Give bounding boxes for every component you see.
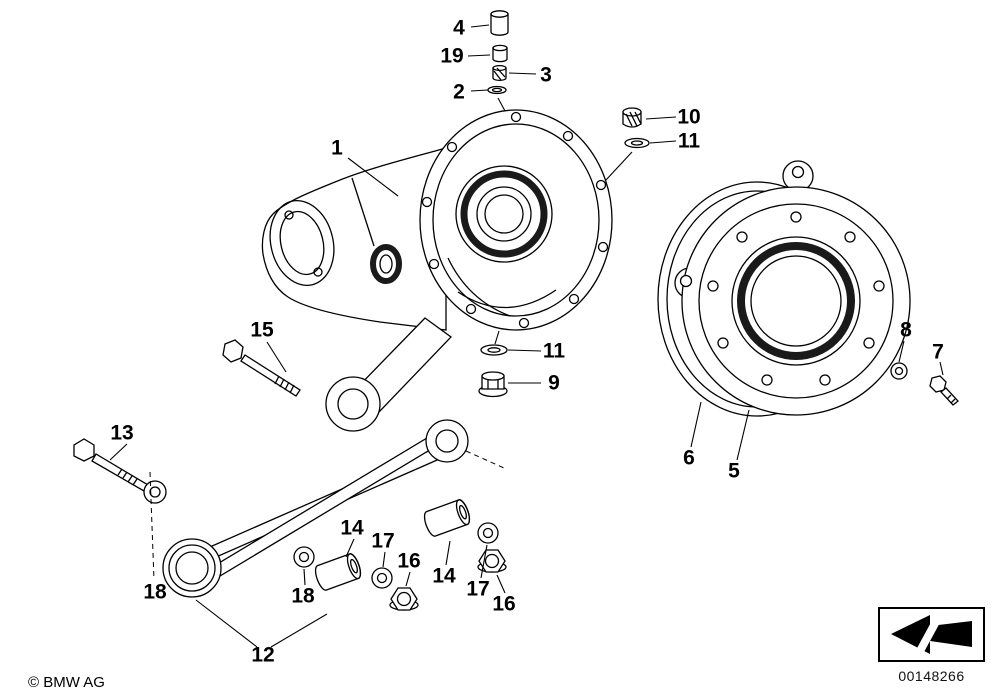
part-18-washer-right-drawing (293, 546, 315, 568)
part-12-torque-arm-drawing (162, 419, 469, 598)
document-number: 00148266 (898, 668, 965, 684)
part-10-plug-drawing (622, 107, 642, 128)
callout-18[interactable]: 18 (291, 584, 315, 608)
callout-5[interactable]: 5 (728, 459, 740, 483)
callout-16[interactable]: 16 (397, 549, 421, 573)
part-1-housing-drawing (261, 109, 613, 432)
part-18-washer-left-drawing (143, 480, 167, 504)
part-4-plug-drawing (490, 10, 509, 36)
leader-lines (109, 24, 944, 648)
callout-8[interactable]: 8 (900, 318, 912, 342)
callout-14[interactable]: 14 (432, 564, 456, 588)
callout-14[interactable]: 14 (340, 516, 364, 540)
callout-6[interactable]: 6 (683, 446, 695, 470)
part-16-nut-left-drawing (389, 587, 419, 611)
callout-4[interactable]: 4 (453, 16, 465, 40)
part-14-bushing-left-drawing (314, 553, 362, 591)
callout-11[interactable]: 11 (542, 339, 566, 363)
part-11-washer-top-drawing (624, 137, 650, 149)
callout-12[interactable]: 12 (251, 643, 275, 667)
callout-11[interactable]: 11 (677, 129, 701, 153)
part-19-bush-drawing (492, 44, 508, 63)
part-7-bolt-drawing (929, 375, 959, 406)
part-17-washer-right-drawing (477, 522, 499, 544)
callout-13[interactable]: 13 (110, 421, 134, 445)
callout-19[interactable]: 19 (440, 44, 464, 68)
callout-17[interactable]: 17 (371, 529, 395, 553)
callout-16[interactable]: 16 (492, 592, 516, 616)
callout-3[interactable]: 3 (540, 63, 552, 87)
callout-15[interactable]: 15 (250, 318, 274, 342)
part-8-washer-drawing (890, 362, 908, 380)
part-9-nut-drawing (478, 371, 508, 398)
part-5-cover-drawing (674, 160, 911, 416)
callout-7[interactable]: 7 (932, 340, 944, 364)
page-direction-arrow-icon (891, 605, 972, 664)
part-14-bushing-right-drawing (423, 499, 471, 537)
callout-18[interactable]: 18 (143, 580, 167, 604)
callout-2[interactable]: 2 (453, 80, 465, 104)
part-15-bolt-drawing (222, 339, 301, 397)
part-17-washer-left-drawing (371, 567, 393, 589)
part-11-washer-mid-drawing (480, 344, 508, 356)
callout-17[interactable]: 17 (466, 577, 490, 601)
callout-9[interactable]: 9 (548, 371, 560, 395)
part-3-plug-drawing (492, 64, 507, 82)
copyright: © BMW AG (28, 674, 105, 691)
callout-10[interactable]: 10 (677, 105, 701, 129)
part-2-seal-ring-drawing (487, 85, 507, 95)
direction-icon-box (878, 605, 985, 664)
part-13-bolt-drawing (73, 438, 149, 492)
callout-1[interactable]: 1 (331, 136, 343, 160)
